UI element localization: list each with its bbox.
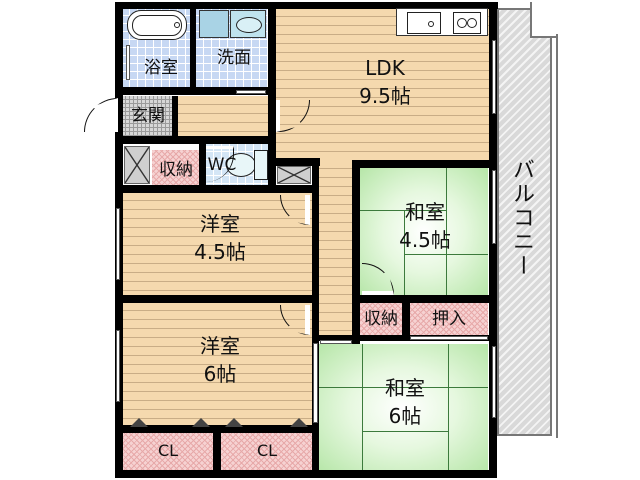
room-label-closet-2: CL bbox=[256, 441, 278, 460]
wall-wet-bottom bbox=[122, 87, 276, 95]
western-room-2-floor bbox=[122, 302, 312, 426]
entrance-floor bbox=[122, 96, 174, 138]
sliding-door-oshiire bbox=[410, 336, 488, 340]
japanese-2-size: 6帖 bbox=[388, 404, 422, 428]
wall-ldk-bottom-left bbox=[270, 158, 320, 166]
wall-jp1-bottom bbox=[352, 295, 490, 303]
closet-door-marker bbox=[192, 418, 210, 427]
window-japanese-2 bbox=[492, 346, 496, 418]
washing-machine-icon bbox=[199, 10, 229, 38]
closet-door-marker bbox=[290, 418, 308, 427]
balcony-rail bbox=[552, 34, 558, 438]
wall-closet-top bbox=[122, 425, 318, 433]
western-room-1-floor bbox=[122, 192, 312, 296]
hallway-floor bbox=[318, 160, 354, 338]
bathtub-icon bbox=[127, 10, 187, 40]
room-label-wc: WC bbox=[207, 155, 237, 175]
wall-wc-left bbox=[199, 144, 206, 188]
wall-closet-divider bbox=[213, 430, 221, 472]
western-1-name: 洋室 bbox=[200, 212, 240, 236]
window-japanese-1 bbox=[492, 170, 496, 244]
wall-ldk-bottom-right bbox=[352, 160, 490, 168]
window-western-2 bbox=[116, 330, 120, 402]
closet-door-marker bbox=[225, 418, 243, 427]
room-label-western-2: 洋室 6帖 bbox=[160, 334, 280, 386]
ldk-size: 9.5帖 bbox=[359, 84, 411, 108]
wall-above-west1 bbox=[122, 185, 318, 193]
window-western-1 bbox=[116, 208, 120, 280]
room-label-japanese-2: 和室 6帖 bbox=[350, 376, 460, 428]
balcony-notch bbox=[530, 2, 556, 38]
room-label-oshiire: 押入 bbox=[432, 309, 466, 329]
outer-wall-bottom bbox=[115, 470, 497, 478]
entry-hall-floor bbox=[178, 96, 270, 138]
japanese-1-name: 和室 bbox=[405, 200, 445, 224]
sliding-door-jp2-left bbox=[313, 343, 318, 423]
window-washroom-vent bbox=[236, 90, 266, 94]
pipe-space-left bbox=[124, 146, 150, 184]
japanese-2-name: 和室 bbox=[385, 376, 425, 400]
room-label-ldk: LDK 9.5帖 bbox=[330, 56, 440, 108]
wall-jp2-top bbox=[318, 335, 490, 341]
outer-wall-top-right bbox=[270, 2, 498, 9]
entrance-door[interactable] bbox=[84, 98, 118, 132]
stove-icon bbox=[453, 12, 481, 34]
room-label-bath: 浴室 bbox=[144, 58, 178, 78]
room-label-western-1: 洋室 4.5帖 bbox=[160, 212, 280, 264]
outer-wall-top-left bbox=[115, 2, 277, 9]
ldk-name: LDK bbox=[365, 56, 405, 80]
closet-door-marker bbox=[130, 418, 148, 427]
wall-hall-right bbox=[352, 160, 360, 344]
room-label-entrance: 玄関 bbox=[131, 106, 165, 126]
room-label-washroom: 洗面 bbox=[217, 48, 251, 68]
wall-genkan-right bbox=[172, 96, 178, 138]
room-label-japanese-storage: 収納 bbox=[364, 309, 398, 329]
room-label-balcony: バルコニー bbox=[509, 158, 534, 278]
room-label-entrance-storage: 収納 bbox=[159, 160, 193, 180]
oshiire-floor bbox=[410, 303, 488, 335]
closet-2-floor bbox=[221, 432, 313, 470]
japanese-room-2-floor bbox=[318, 344, 488, 472]
wall-west-divider bbox=[122, 295, 318, 303]
closet-1-floor bbox=[122, 432, 214, 470]
western-1-size: 4.5帖 bbox=[194, 240, 246, 264]
wall-storage-divider bbox=[402, 303, 410, 337]
wall-bath-wash bbox=[190, 8, 196, 90]
wash-basin-icon bbox=[230, 10, 266, 38]
balcony-floor bbox=[497, 8, 552, 436]
wall-ldk-left bbox=[268, 8, 276, 188]
western-2-name: 洋室 bbox=[200, 334, 240, 358]
room-label-closet-1: CL bbox=[157, 441, 179, 460]
wall-under-entry bbox=[122, 136, 276, 144]
kitchen-counter bbox=[396, 8, 488, 36]
room-label-japanese-1: 和室 4.5帖 bbox=[370, 200, 480, 252]
western-2-size: 6帖 bbox=[203, 362, 237, 386]
japanese-1-size: 4.5帖 bbox=[399, 228, 451, 252]
japanese-storage-floor bbox=[360, 303, 402, 335]
entrance-storage-floor bbox=[152, 150, 200, 186]
pipe-space-right bbox=[277, 166, 311, 184]
wall-hall-left bbox=[312, 160, 319, 472]
kitchen-sink-icon bbox=[407, 12, 441, 34]
sliding-door-hall bbox=[320, 340, 352, 344]
window-bath bbox=[126, 45, 130, 80]
window-ldk bbox=[492, 40, 496, 114]
